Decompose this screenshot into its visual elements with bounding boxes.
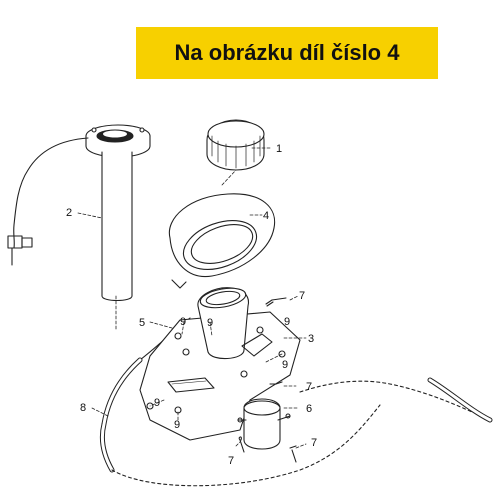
callout-7-top: 7: [299, 290, 305, 302]
callout-9-right: 9: [284, 316, 290, 328]
callout-9-right-low: 9: [282, 359, 288, 371]
clamp-part[interactable]: [237, 398, 291, 450]
gasket-cover-part[interactable]: [168, 193, 276, 289]
callout-7-low-left: 7: [228, 455, 234, 467]
screw-parts[interactable]: [238, 297, 297, 463]
filler-bracket-part[interactable]: [139, 285, 301, 441]
callout-7-mid: 7: [306, 381, 312, 393]
callout-9-top-mid: 9: [207, 317, 213, 329]
callout-6: 6: [306, 403, 312, 415]
callout-2: 2: [66, 207, 72, 219]
fuel-sender-part[interactable]: [7, 124, 151, 302]
callout-9-bottom-left: 9: [154, 397, 160, 409]
callout-7-low-right: 7: [311, 437, 317, 449]
callout-labels: 1 2 4 7 5 9 9 9 3 9 7 6 8 9 9 7 7: [66, 143, 317, 467]
callout-1: 1: [276, 143, 282, 155]
hose-part[interactable]: [99, 357, 493, 487]
callout-3: 3: [308, 333, 314, 345]
callout-9-bottom: 9: [174, 419, 180, 431]
banner-text: Na obrázku díl číslo 4: [174, 40, 400, 65]
part-number-banner: Na obrázku díl číslo 4: [136, 27, 438, 79]
callout-9-top-left: 9: [180, 316, 186, 328]
leader-lines: [77, 147, 307, 449]
callout-8: 8: [80, 402, 86, 414]
callout-5: 5: [139, 317, 145, 329]
fuel-cap-part[interactable]: [206, 119, 265, 171]
callout-4: 4: [263, 210, 269, 222]
